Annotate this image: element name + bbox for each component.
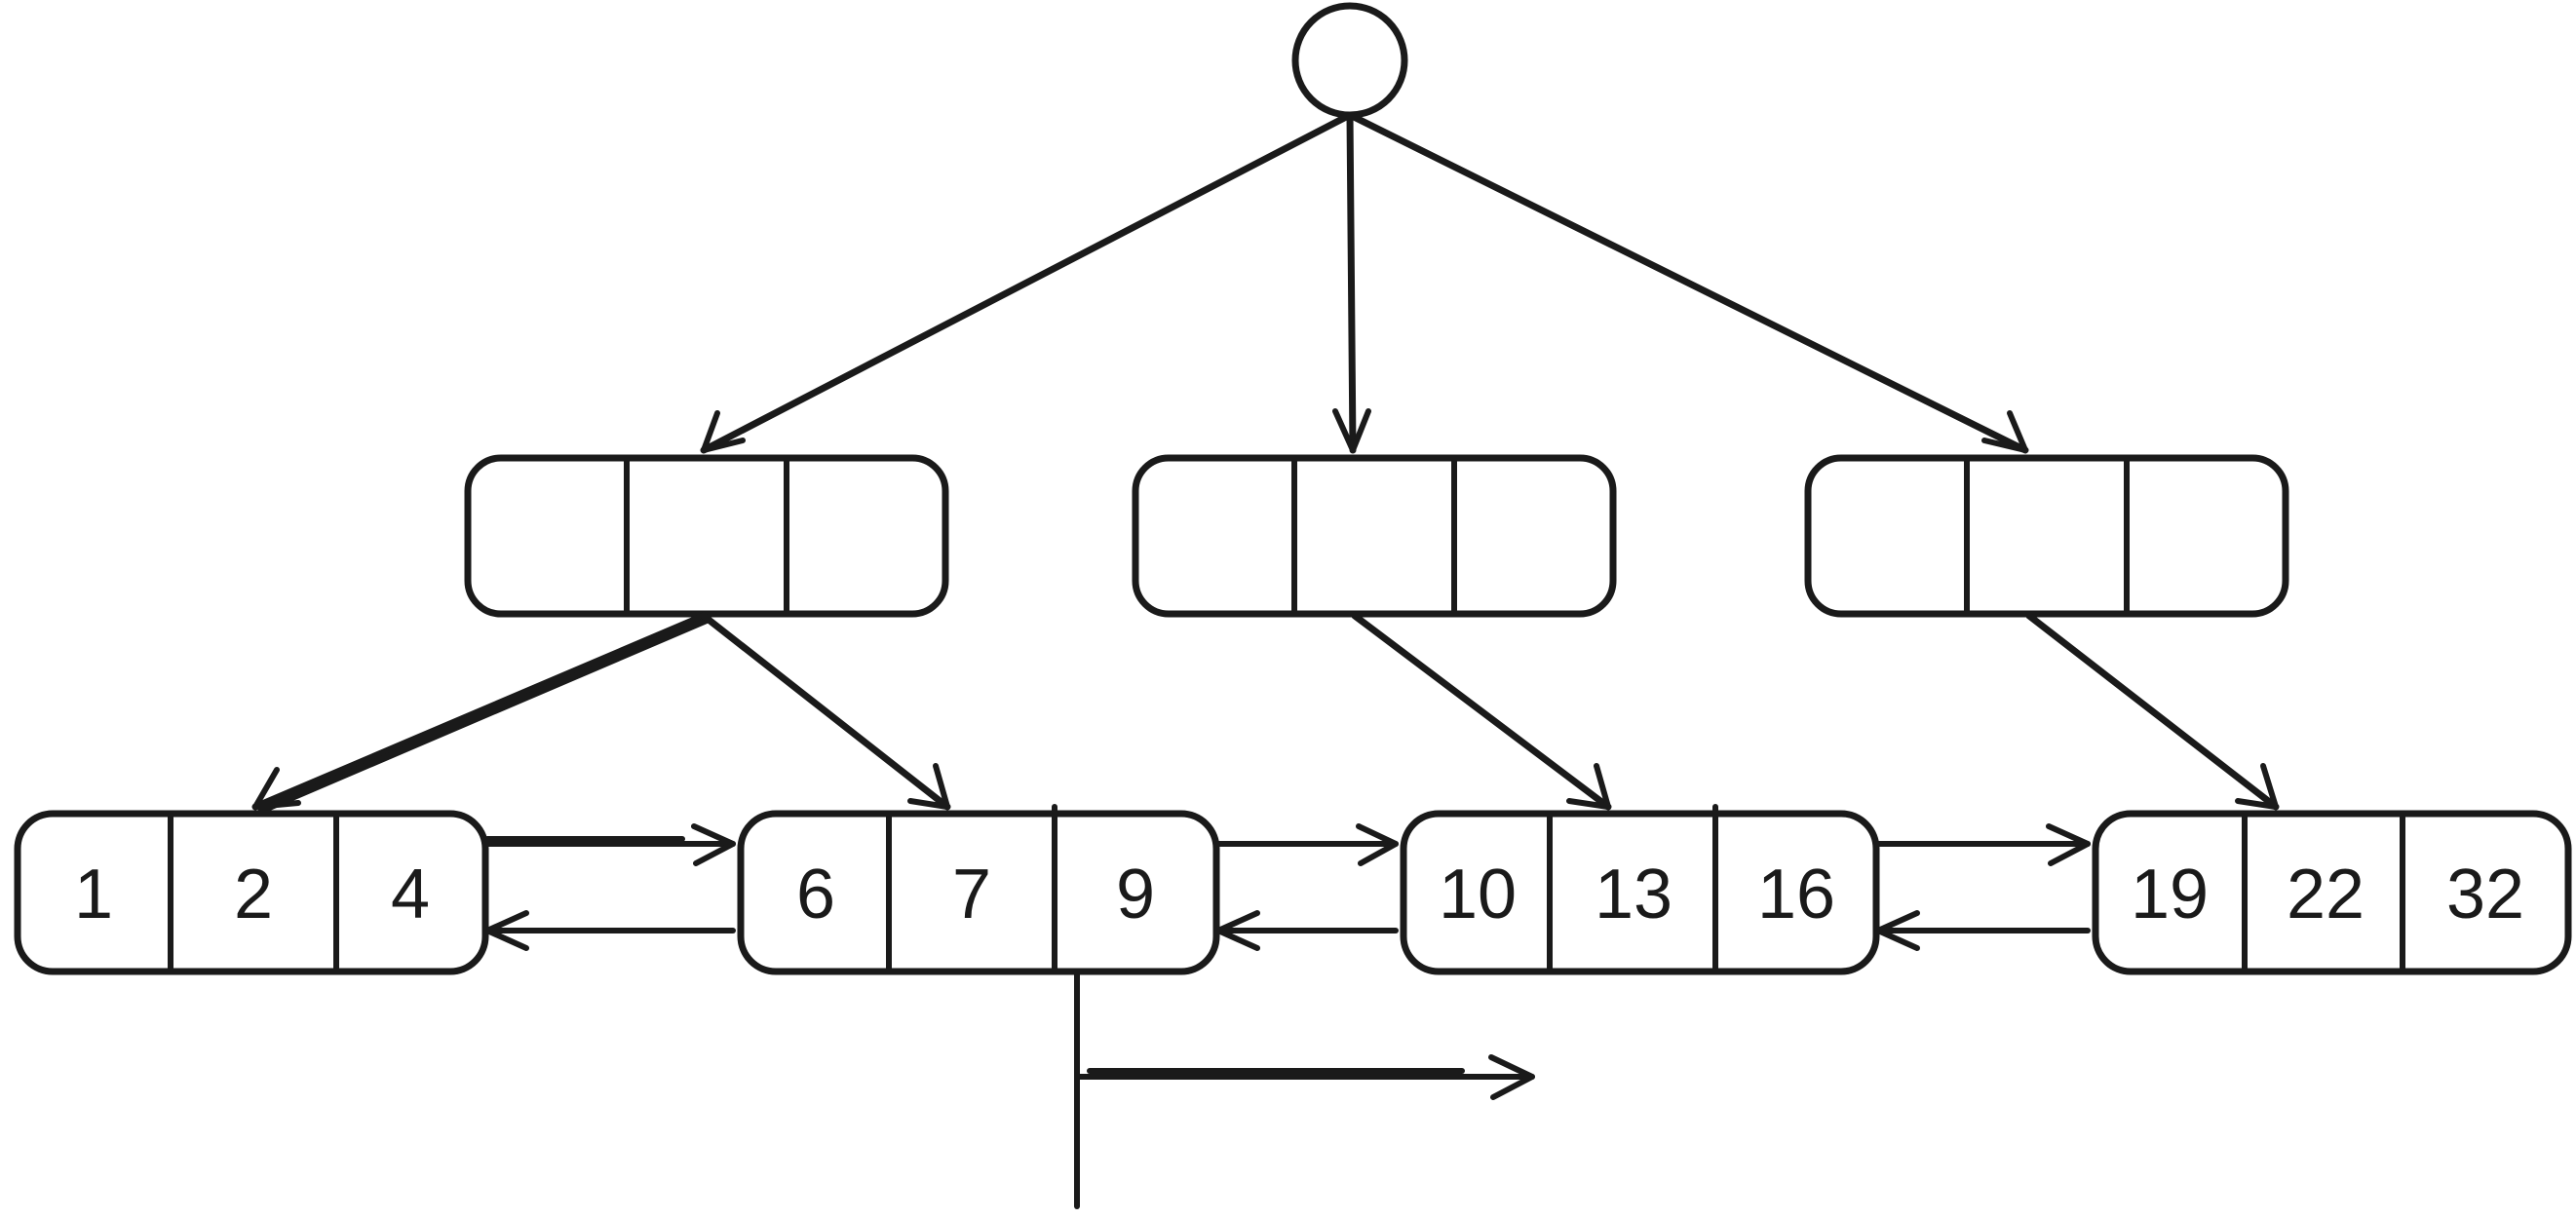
leaf-node-4-cell-2: 32 bbox=[2446, 856, 2524, 933]
internal-left-to-leaf-2-edge bbox=[700, 612, 951, 811]
leaf-node-4-cell-1: 22 bbox=[2287, 856, 2365, 933]
root-to-internal-middle-edge bbox=[1332, 111, 1371, 454]
leaf-node-4[interactable]: 19 22 32 bbox=[2092, 810, 2572, 975]
internal-node-left-shape bbox=[464, 454, 949, 618]
leaf-link-3-to-2-backward bbox=[1215, 910, 1399, 951]
leaf-link-1-to-2-forward bbox=[484, 823, 736, 866]
leaf-node-3-shape bbox=[1400, 810, 1880, 975]
root-node[interactable] bbox=[1291, 2, 1408, 119]
leaf-node-2-cell-1: 7 bbox=[952, 856, 991, 933]
internal-node-left[interactable] bbox=[464, 454, 949, 618]
leaf-node-1-cell-1: 2 bbox=[234, 856, 273, 933]
leaf-node-4-cell-0: 19 bbox=[2131, 856, 2209, 933]
leaf-node-1-cell-2: 4 bbox=[391, 856, 430, 933]
leaf-node-1[interactable]: 1 2 4 bbox=[14, 810, 489, 975]
leaf-node-2-cell-2: 9 bbox=[1116, 856, 1155, 933]
overflow-pointer-arrowhead bbox=[1488, 1054, 1535, 1100]
internal-node-middle[interactable] bbox=[1132, 454, 1617, 618]
internal-node-middle-shape bbox=[1132, 454, 1617, 618]
leaf-node-2[interactable]: 6 7 9 bbox=[737, 804, 1220, 975]
leaf-link-2-to-3-forward bbox=[1215, 823, 1399, 866]
leaf-link-3-to-4-forward bbox=[1875, 823, 2091, 866]
internal-right-to-leaf-4-edge bbox=[2025, 612, 2280, 811]
leaf-link-4-to-3-backward bbox=[1875, 910, 2091, 951]
leaf-node-4-shape bbox=[2092, 810, 2572, 975]
root-edges-group bbox=[700, 111, 2029, 454]
internal-edges-group bbox=[251, 612, 2280, 815]
leaf-2-overflow-pointer bbox=[1074, 969, 1535, 1209]
leaf-node-3-cell-1: 13 bbox=[1595, 856, 1672, 933]
internal-left-to-leaf-1-edge bbox=[251, 612, 711, 815]
leaf-node-2-cell-0: 6 bbox=[796, 856, 835, 933]
root-to-internal-right-edge bbox=[1346, 111, 2029, 454]
leaf-node-3-cell-0: 10 bbox=[1439, 856, 1517, 933]
leaf-node-3[interactable]: 10 13 16 bbox=[1400, 804, 1880, 975]
root-to-internal-left-edge bbox=[700, 111, 1354, 454]
internal-node-right[interactable] bbox=[1804, 454, 2289, 618]
leaf-node-1-shape bbox=[14, 810, 489, 975]
leaf-node-1-cell-0: 1 bbox=[74, 856, 113, 933]
leaf-links-group bbox=[484, 823, 2091, 951]
leaf-node-2-shape bbox=[737, 810, 1220, 975]
leaf-link-2-to-1-backward bbox=[484, 910, 736, 951]
internal-node-right-shape bbox=[1804, 454, 2289, 618]
internal-middle-to-leaf-3-edge bbox=[1351, 612, 1612, 811]
leaf-node-3-cell-2: 16 bbox=[1757, 856, 1835, 933]
root-circle-shape bbox=[1291, 2, 1408, 119]
